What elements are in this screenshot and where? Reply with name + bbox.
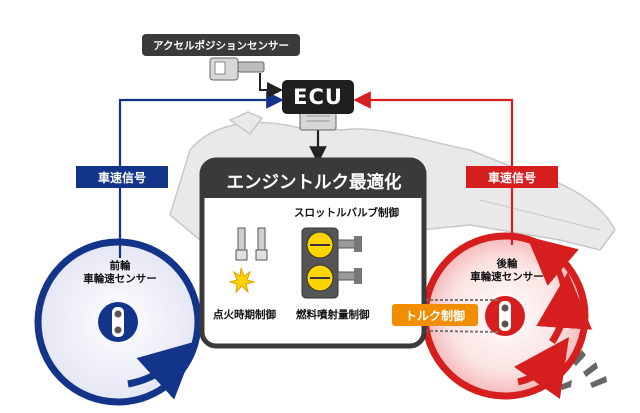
ecu-module xyxy=(299,111,337,131)
engine-torque-title: エンジントルク最適化 xyxy=(226,172,402,193)
throttle-control-label: スロットルバルブ制御 xyxy=(294,207,399,219)
fuel-injection-label: 燃料噴射量制御 xyxy=(296,309,370,321)
ecu-label: ECU xyxy=(282,80,354,114)
rear-wheel xyxy=(421,232,593,400)
throttle-valve-icons xyxy=(301,227,362,299)
ignition-timing-label: 点火時期制御 xyxy=(213,309,276,321)
front-speed-signal-label: 車速信号 xyxy=(76,166,168,188)
spark-plug-icons xyxy=(228,227,268,294)
front-wheel-sensor-label: 前輪 車輪速センサー xyxy=(83,260,157,285)
accel-position-sensor-label: アクセルポジションセンサー xyxy=(142,34,300,56)
front-wheel xyxy=(34,238,202,406)
rear-wheel-sensor-label: 後輪 車輪速センサー xyxy=(470,258,544,283)
rear-speed-signal-label: 車速信号 xyxy=(466,166,558,188)
accel-grip xyxy=(209,57,265,81)
torque-control-label: トルク制御 xyxy=(392,304,478,326)
